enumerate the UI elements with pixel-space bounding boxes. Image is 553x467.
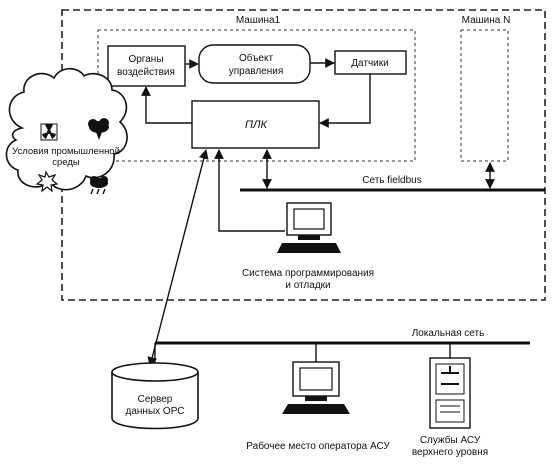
opc-server-cylinder — [111, 362, 199, 430]
burst-icon — [35, 170, 59, 193]
services-label-line2: верхнего уровня — [412, 447, 488, 458]
object-label-line1: Объект — [239, 52, 273, 64]
arrow-plc-to-actuators — [141, 86, 192, 124]
actuators-block — [107, 45, 186, 87]
operator-label: Рабочее место оператора АСУ — [246, 440, 390, 452]
opc-label-line1: Сервер — [138, 394, 173, 405]
plc-block — [191, 100, 320, 149]
local-network-label: Локальная сеть — [412, 328, 485, 339]
storm-rain-icon — [90, 176, 108, 195]
machine1-label: Машина1 — [236, 15, 281, 26]
programming-computer-icon — [277, 202, 341, 253]
sensors-label: Датчики — [351, 58, 388, 69]
operator-computer-icon — [282, 361, 350, 414]
machineN-frame — [460, 29, 509, 162]
link-programming-plc — [214, 149, 285, 232]
object-label-line2: управления — [229, 66, 284, 77]
plc-label: ПЛК — [245, 119, 268, 131]
arrow-sensors-to-plc — [319, 74, 371, 128]
link-plc-opc — [147, 149, 209, 367]
actuators-label-line1: Органы — [128, 54, 163, 65]
fieldbus-label: Сеть fieldbus — [362, 175, 422, 186]
machineN-label: Машина N — [462, 15, 511, 26]
services-server-icon — [429, 357, 471, 429]
opc-label-line2: данных ОРС — [126, 406, 185, 417]
programming-label-line1: Система программирования — [242, 268, 374, 279]
programming-label-line2: и отладки — [285, 280, 330, 291]
radiation-icon — [40, 123, 58, 141]
explosion-cloud-icon — [88, 118, 109, 140]
conditions-label-line1: Условия промышленной — [12, 146, 120, 157]
services-label-line1: Службы АСУ — [420, 434, 481, 446]
control-object-block — [198, 44, 311, 84]
industrial-conditions-cloud — [5, 67, 128, 191]
conditions-label-line2: среды — [52, 157, 80, 168]
actuators-label-line2: воздействия — [117, 67, 175, 78]
